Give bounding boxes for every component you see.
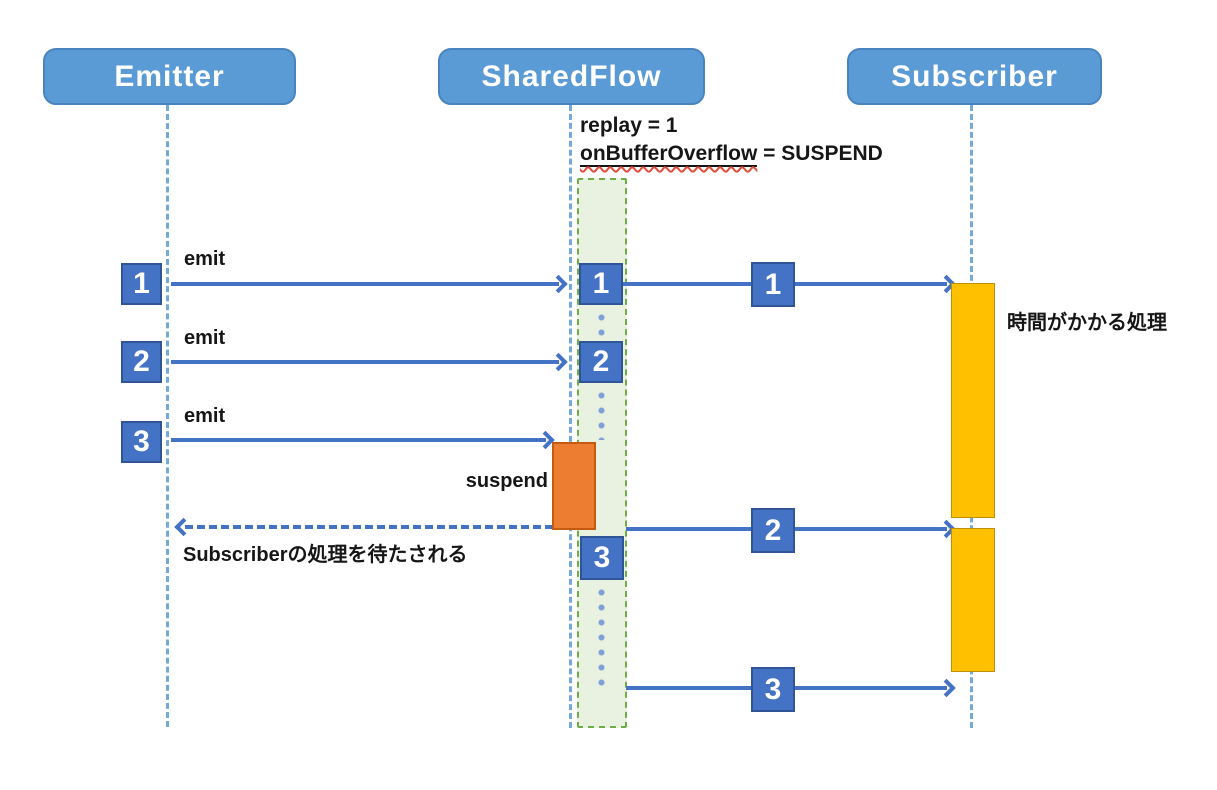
subscriber-activation-bar-2	[951, 528, 995, 672]
emit-arrow-2	[171, 352, 568, 372]
event-number: 3	[593, 541, 611, 574]
config-overflow-value: = SUSPEND	[757, 142, 883, 165]
emitter-event-box-2: 2	[121, 341, 162, 383]
delivery-event-box-1: 1	[751, 262, 795, 307]
emitter-event-box-3: 3	[121, 421, 162, 463]
config-overflow: onBufferOverflow = SUSPEND	[580, 140, 883, 168]
arrowhead-right-icon	[549, 274, 568, 294]
sharedflow-lifeline	[569, 105, 572, 728]
buffer-event-box-3: 3	[580, 536, 624, 580]
event-number: 1	[592, 267, 610, 300]
emit-arrow-3	[171, 430, 555, 450]
actor-subscriber: Subscriber	[847, 48, 1102, 105]
event-number: 3	[764, 672, 782, 706]
event-number: 1	[764, 267, 782, 301]
event-number: 2	[592, 345, 610, 378]
emit-arrow-1	[171, 274, 568, 294]
delivery-event-box-2: 2	[751, 508, 795, 553]
event-number: 1	[133, 267, 150, 300]
config-replay: replay = 1	[580, 114, 678, 137]
buffer-queue-dots	[597, 310, 606, 339]
subscriber-activation-bar-1	[951, 283, 995, 518]
emitter-lifeline	[166, 105, 169, 727]
config-overflow-term: onBufferOverflow	[580, 142, 758, 167]
actor-emitter-label: Emitter	[114, 59, 225, 93]
emit-label-3: emit	[184, 405, 226, 427]
suspend-return-arrow	[174, 517, 553, 537]
suspend-label: suspend	[465, 470, 548, 492]
arrow-shaft	[171, 438, 546, 442]
emit-label-2: emit	[184, 327, 226, 349]
arrowhead-right-icon	[937, 678, 956, 698]
actor-emitter: Emitter	[43, 48, 296, 105]
actor-sharedflow-label: SharedFlow	[481, 59, 662, 93]
buffer-queue-dots	[597, 388, 606, 440]
event-number: 2	[764, 513, 782, 547]
sharedflow-config: replay = 1 onBufferOverflow = SUSPEND	[580, 112, 883, 168]
arrowhead-right-icon	[549, 352, 568, 372]
arrow-shaft-dashed	[185, 525, 553, 529]
wait-annotation: Subscriberの処理を待たされる	[183, 544, 468, 566]
arrow-shaft	[171, 360, 559, 364]
buffer-event-box-2: 2	[579, 341, 623, 383]
emit-label-1: emit	[184, 248, 226, 270]
buffer-queue-dots	[597, 585, 606, 688]
event-number: 2	[133, 345, 150, 378]
suspend-block	[552, 442, 596, 530]
emitter-event-box-1: 1	[121, 263, 162, 305]
actor-subscriber-label: Subscriber	[891, 59, 1058, 93]
arrow-shaft	[171, 282, 559, 286]
arrowhead-left-icon	[174, 517, 193, 537]
delivery-event-box-3: 3	[751, 667, 795, 712]
buffer-event-box-1: 1	[579, 263, 623, 305]
event-number: 3	[133, 425, 150, 458]
actor-sharedflow: SharedFlow	[438, 48, 705, 105]
long-process-annotation: 時間がかかる処理	[1007, 312, 1167, 334]
